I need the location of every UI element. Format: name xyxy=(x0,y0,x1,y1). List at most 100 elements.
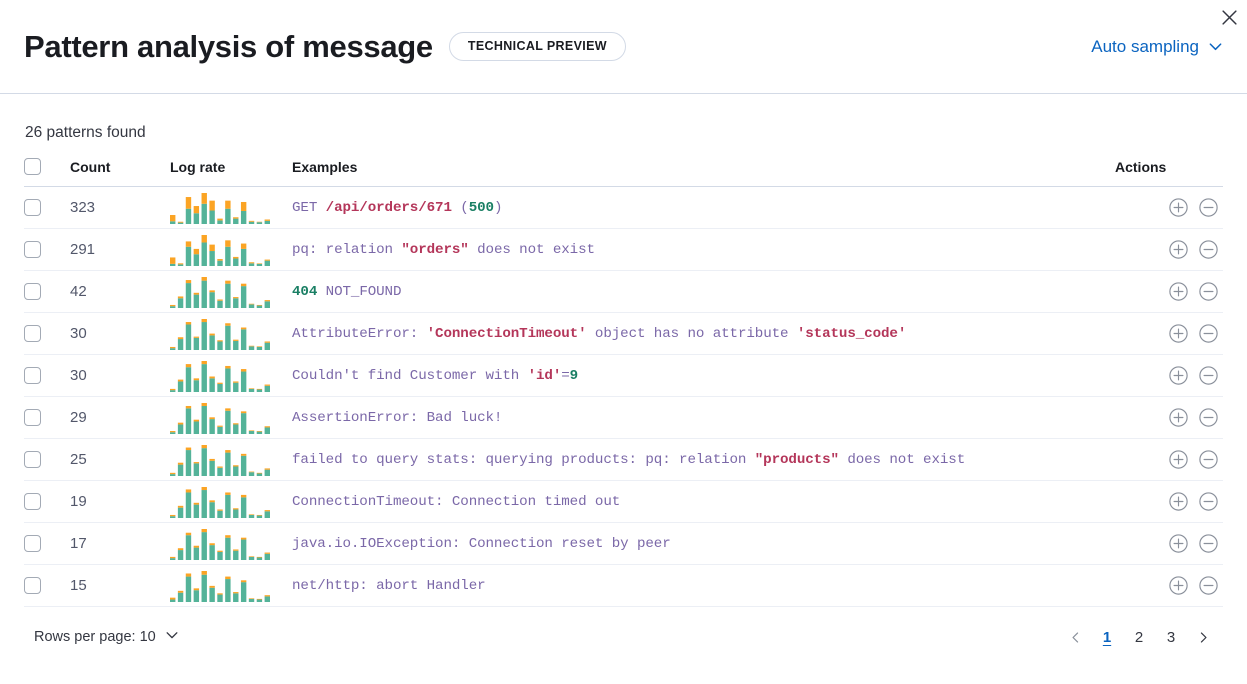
chevron-down-icon xyxy=(1208,39,1223,54)
filter-out-value-icon[interactable] xyxy=(1193,571,1223,601)
filter-for-value-icon[interactable] xyxy=(1163,319,1193,349)
row-checkbox[interactable] xyxy=(24,451,41,468)
row-select-cell xyxy=(24,354,70,397)
row-actions xyxy=(1115,186,1223,229)
column-header-log-rate: Log rate xyxy=(170,158,292,187)
row-example: java.io.IOException: Connection reset by… xyxy=(292,522,1115,565)
filter-for-value-icon[interactable] xyxy=(1163,445,1193,475)
row-select-cell xyxy=(24,270,70,313)
patterns-found-count: 26 patterns found xyxy=(25,124,146,141)
chevron-down-icon xyxy=(165,628,179,646)
filter-for-value-icon[interactable] xyxy=(1163,571,1193,601)
row-actions xyxy=(1115,354,1223,397)
row-select-cell xyxy=(24,522,70,565)
row-actions xyxy=(1115,270,1223,313)
pagination-page-3[interactable]: 3 xyxy=(1166,628,1176,646)
row-log-rate-sparkline xyxy=(170,522,292,565)
filter-out-value-icon[interactable] xyxy=(1193,193,1223,223)
filter-for-value-icon[interactable] xyxy=(1163,487,1193,517)
filter-out-value-icon[interactable] xyxy=(1193,529,1223,559)
row-actions xyxy=(1115,312,1223,355)
table-footer: Rows per page: 10 1 2 3 xyxy=(0,607,1247,651)
row-log-rate-sparkline xyxy=(170,396,292,439)
row-actions xyxy=(1115,522,1223,565)
close-icon[interactable] xyxy=(1215,3,1243,31)
rows-per-page-selector[interactable]: Rows per page: 10 xyxy=(34,628,179,646)
row-example: GET /api/orders/671 (500) xyxy=(292,186,1115,229)
filter-for-value-icon[interactable] xyxy=(1163,277,1193,307)
row-count: 323 xyxy=(70,186,170,229)
pagination-previous-button[interactable] xyxy=(1061,623,1089,651)
technical-preview-badge: TECHNICAL PREVIEW xyxy=(448,31,626,62)
row-checkbox[interactable] xyxy=(24,577,41,594)
filter-out-value-icon[interactable] xyxy=(1193,361,1223,391)
filter-for-value-icon[interactable] xyxy=(1163,529,1193,559)
row-log-rate-sparkline xyxy=(170,186,292,229)
row-checkbox[interactable] xyxy=(24,493,41,510)
filter-for-value-icon[interactable] xyxy=(1163,361,1193,391)
row-checkbox[interactable] xyxy=(24,241,41,258)
filter-out-value-icon[interactable] xyxy=(1193,445,1223,475)
row-checkbox[interactable] xyxy=(24,199,41,216)
row-checkbox[interactable] xyxy=(24,283,41,300)
row-example: Couldn't find Customer with 'id'=9 xyxy=(292,354,1115,397)
row-log-rate-sparkline xyxy=(170,480,292,523)
filter-out-value-icon[interactable] xyxy=(1193,277,1223,307)
row-example: ConnectionTimeout: Connection timed out xyxy=(292,480,1115,523)
row-log-rate-sparkline xyxy=(170,564,292,607)
row-log-rate-sparkline xyxy=(170,312,292,355)
row-actions xyxy=(1115,438,1223,481)
filter-out-value-icon[interactable] xyxy=(1193,487,1223,517)
filter-out-value-icon[interactable] xyxy=(1193,403,1223,433)
row-select-cell xyxy=(24,438,70,481)
row-example: net/http: abort Handler xyxy=(292,564,1115,607)
row-select-cell xyxy=(24,228,70,271)
row-actions xyxy=(1115,228,1223,271)
row-checkbox[interactable] xyxy=(24,325,41,342)
pagination-page-1[interactable]: 1 xyxy=(1102,628,1112,646)
page-title: Pattern analysis of message xyxy=(24,28,433,64)
table-row[interactable]: 323 GET /api/orders/671 (500) xyxy=(24,186,1223,229)
pagination-next-button[interactable] xyxy=(1189,623,1217,651)
row-log-rate-sparkline xyxy=(170,354,292,397)
pagination-page-2[interactable]: 2 xyxy=(1134,628,1144,646)
table-row[interactable]: 30 Couldn't find Customer with 'id'=9 xyxy=(24,354,1223,397)
row-count: 29 xyxy=(70,396,170,439)
row-count: 25 xyxy=(70,438,170,481)
row-count: 17 xyxy=(70,522,170,565)
row-select-cell xyxy=(24,312,70,355)
row-count: 42 xyxy=(70,270,170,313)
row-checkbox[interactable] xyxy=(24,367,41,384)
row-log-rate-sparkline xyxy=(170,228,292,271)
filter-for-value-icon[interactable] xyxy=(1163,235,1193,265)
row-select-cell xyxy=(24,480,70,523)
row-checkbox[interactable] xyxy=(24,409,41,426)
row-log-rate-sparkline xyxy=(170,270,292,313)
column-header-count: Count xyxy=(70,158,170,187)
row-checkbox[interactable] xyxy=(24,535,41,552)
row-actions xyxy=(1115,480,1223,523)
select-all-checkbox[interactable] xyxy=(24,158,41,175)
filter-out-value-icon[interactable] xyxy=(1193,235,1223,265)
row-count: 30 xyxy=(70,354,170,397)
table-row[interactable]: 17 java.io.IOException: Connection reset … xyxy=(24,522,1223,565)
filter-out-value-icon[interactable] xyxy=(1193,319,1223,349)
auto-sampling-dropdown[interactable]: Auto sampling xyxy=(1091,37,1223,57)
row-example: AttributeError: 'ConnectionTimeout' obje… xyxy=(292,312,1115,355)
filter-for-value-icon[interactable] xyxy=(1163,193,1193,223)
row-log-rate-sparkline xyxy=(170,438,292,481)
table-row[interactable]: 29 AssertionError: Bad luck! xyxy=(24,396,1223,439)
filter-for-value-icon[interactable] xyxy=(1163,403,1193,433)
row-select-cell xyxy=(24,396,70,439)
row-actions xyxy=(1115,564,1223,607)
dialog-header: Pattern analysis of message TECHNICAL PR… xyxy=(0,0,1247,94)
row-select-cell xyxy=(24,186,70,229)
row-example: AssertionError: Bad luck! xyxy=(292,396,1115,439)
